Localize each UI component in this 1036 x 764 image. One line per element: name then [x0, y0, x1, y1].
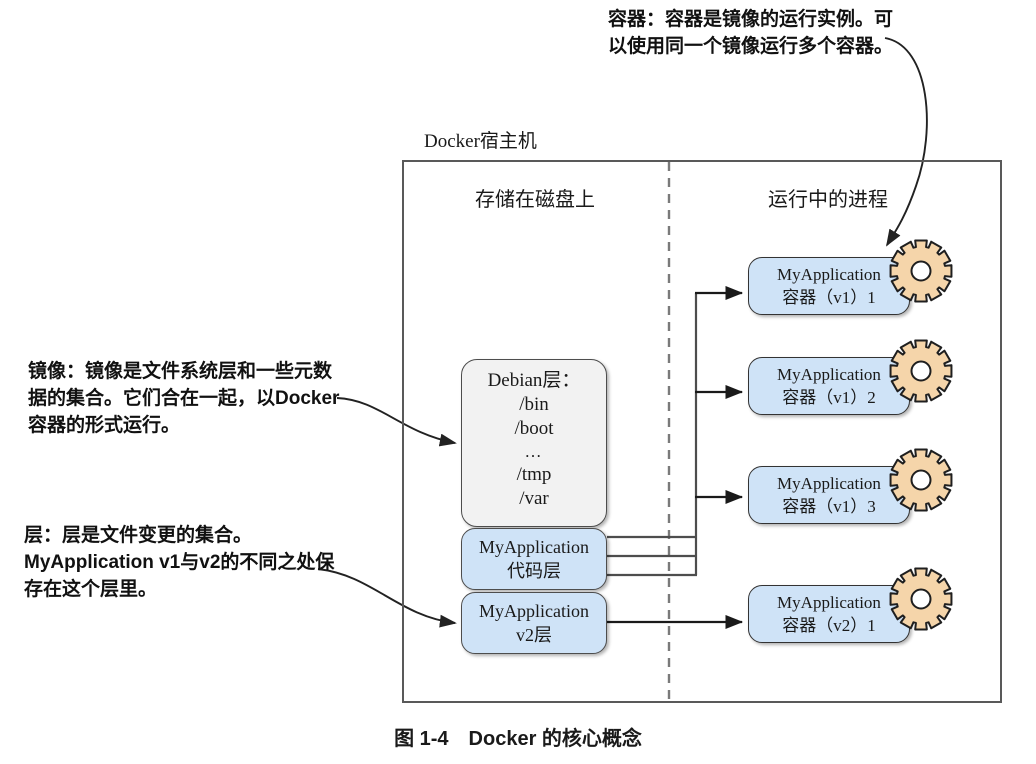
container-box-v2-1[interactable]: MyApplication 容器（v2）1 [748, 585, 910, 643]
debian-path-ellipsis: … [524, 442, 544, 461]
debian-path-bin: /bin [519, 394, 549, 415]
container-box-v1-3[interactable]: MyApplication 容器（v1）3 [748, 466, 910, 524]
debian-title: Debian层： [487, 370, 581, 391]
debian-layer-box[interactable]: Debian层： /bin /boot … /tmp /var [461, 359, 607, 527]
myapplication-code-layer-box[interactable]: MyApplication 代码层 [461, 528, 607, 590]
container-1-line2: 容器（v1）1 [782, 288, 876, 307]
container-2-line1: MyApplication [777, 365, 881, 384]
container-1-line1: MyApplication [777, 265, 881, 284]
debian-path-boot: /boot [514, 418, 554, 439]
layer-annotation-text: 层：层是文件变更的集合。MyApplication v1与v2的不同之处保存在这… [24, 525, 335, 600]
figure-caption: 图 1-4 Docker 的核心概念 [394, 728, 642, 750]
container-3-line2: 容器（v1）3 [782, 497, 876, 516]
container-2-line2: 容器（v1）2 [782, 388, 876, 407]
myapplication-v2-layer-box[interactable]: MyApplication v2层 [461, 592, 607, 654]
code-layer-line1: MyApplication [479, 537, 589, 557]
zone-label-running: 运行中的进程 [768, 189, 888, 211]
code-layer-line2: 代码层 [507, 561, 561, 581]
container-annotation-text: 容器：容器是镜像的运行实例。可以使用同一个镜像运行多个容器。 [608, 9, 894, 57]
image-annotation-text: 镜像：镜像是文件系统层和一些元数据的集合。它们合在一起，以Docker容器的形式… [28, 361, 340, 436]
v2-layer-line1: MyApplication [479, 601, 589, 621]
docker-host-frame [402, 160, 1002, 703]
container-box-v1-2[interactable]: MyApplication 容器（v1）2 [748, 357, 910, 415]
debian-path-var: /var [519, 488, 549, 509]
container-4-line2: 容器（v2）1 [782, 616, 876, 635]
zone-label-disk: 存储在磁盘上 [475, 189, 595, 211]
debian-path-tmp: /tmp [516, 464, 552, 485]
container-3-line1: MyApplication [777, 474, 881, 493]
container-4-line1: MyApplication [777, 593, 881, 612]
v2-layer-line2: v2层 [516, 625, 552, 645]
host-title: Docker宿主机 [424, 131, 537, 152]
container-box-v1-1[interactable]: MyApplication 容器（v1）1 [748, 257, 910, 315]
